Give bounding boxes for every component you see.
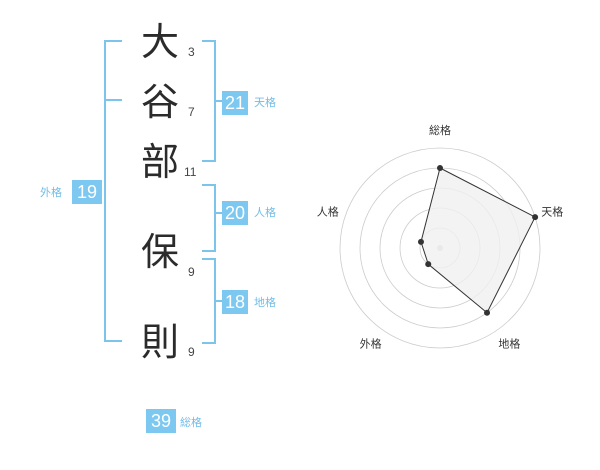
stroke-count-5: 9 — [188, 345, 195, 359]
name-char-4: 保 — [140, 230, 179, 274]
stroke-count-3: 11 — [184, 165, 197, 179]
gaikaku-bracket — [104, 40, 122, 342]
gaikaku-bracket-divider — [104, 99, 122, 101]
radar-point-5 — [417, 238, 424, 245]
jinkaku-value-badge: 20 — [222, 201, 248, 225]
name-char-2: 谷 — [140, 80, 179, 124]
jinkaku-bracket-tick — [214, 212, 222, 214]
radar-grid-ring — [339, 147, 541, 349]
radar-point-2 — [532, 214, 539, 221]
stroke-count-2: 7 — [188, 105, 195, 119]
stroke-count-1: 3 — [188, 45, 195, 59]
radar-point-3 — [484, 309, 491, 316]
radar-point-4 — [425, 261, 432, 268]
stroke-count-4: 9 — [188, 265, 195, 279]
name-char-1: 大 — [140, 20, 179, 64]
tenkaku-label: 天格 — [254, 96, 276, 109]
soukaku-value-badge: 39 — [146, 409, 176, 433]
radar-axis-label-1: 総格 — [429, 123, 451, 137]
radar-point-1 — [437, 165, 443, 171]
chikaku-label: 地格 — [254, 296, 276, 309]
radar-axis-label-5: 人格 — [317, 205, 339, 219]
gaikaku-value-badge: 19 — [72, 180, 102, 204]
tenkaku-bracket-tick — [214, 100, 222, 102]
radar-data-polygon — [420, 167, 536, 314]
radar-axis-label-4: 外格 — [360, 336, 382, 350]
radar-axis-label-3: 地格 — [498, 336, 520, 350]
jinkaku-bracket — [202, 184, 216, 252]
jinkaku-label: 人格 — [254, 206, 276, 219]
chikaku-value-badge: 18 — [222, 290, 248, 314]
name-char-5: 則 — [140, 320, 179, 364]
soukaku-label: 総格 — [180, 416, 202, 429]
name-char-3: 部 — [140, 140, 179, 184]
radar-axis-label-2: 天格 — [541, 205, 563, 219]
gaikaku-label: 外格 — [40, 186, 62, 199]
chikaku-bracket-tick — [214, 300, 222, 302]
tenkaku-value-badge: 21 — [222, 91, 248, 115]
